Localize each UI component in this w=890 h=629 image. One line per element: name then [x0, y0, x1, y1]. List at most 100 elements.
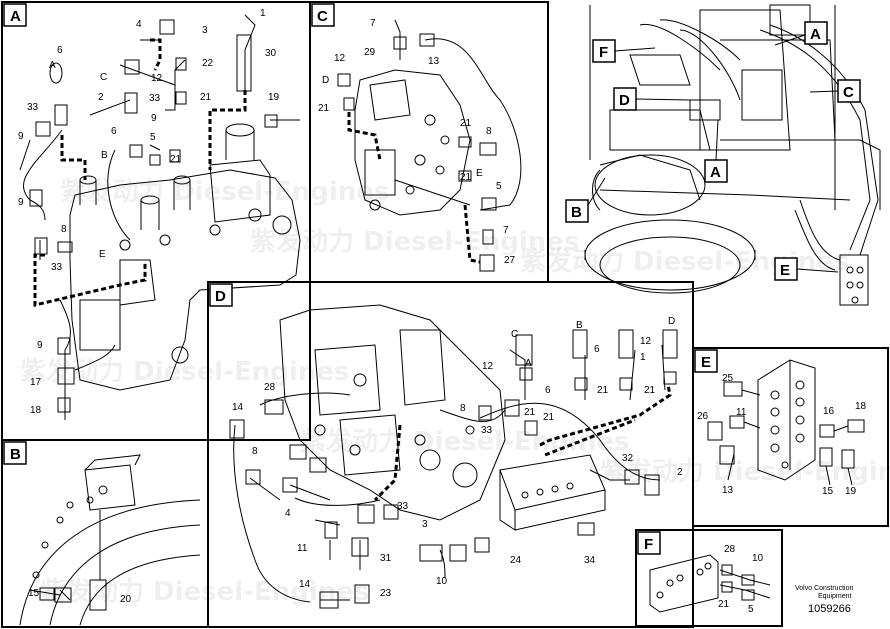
- svg-text:6: 6: [545, 385, 551, 396]
- svg-text:11: 11: [297, 543, 308, 554]
- svg-text:A: A: [49, 60, 56, 71]
- panel-b: B 15 20: [1, 439, 209, 628]
- svg-text:32: 32: [622, 453, 634, 464]
- svg-text:21: 21: [200, 92, 212, 103]
- section-label-c: C: [317, 8, 328, 25]
- callout-d: D: [619, 92, 630, 109]
- svg-text:12: 12: [334, 53, 346, 64]
- svg-text:28: 28: [264, 382, 276, 393]
- svg-text:紫发动力 Diesel-Engines: 紫发动力 Diesel-Engines: [250, 226, 579, 257]
- svg-text:19: 19: [845, 486, 857, 497]
- svg-text:8: 8: [486, 126, 492, 137]
- svg-text:33: 33: [397, 501, 409, 512]
- panel-f: F 28 10 21 5: [635, 529, 783, 627]
- svg-text:26: 26: [697, 411, 709, 422]
- svg-text:19: 19: [268, 92, 280, 103]
- panel-b-labels: 15 20: [28, 588, 132, 605]
- svg-text:7: 7: [370, 18, 376, 29]
- callout-b: B: [571, 204, 582, 221]
- svg-text:C: C: [100, 72, 107, 83]
- panel-e: E 25 26 11 16 18 13 15 19: [692, 347, 889, 527]
- svg-text:21: 21: [524, 407, 536, 418]
- svg-text:17: 17: [30, 377, 42, 388]
- svg-text:6: 6: [111, 126, 117, 137]
- svg-text:21: 21: [460, 172, 472, 183]
- svg-text:28: 28: [724, 544, 736, 555]
- svg-text:D: D: [668, 316, 675, 327]
- svg-text:33: 33: [27, 102, 39, 113]
- svg-text:10: 10: [752, 553, 764, 564]
- svg-text:B: B: [576, 320, 583, 331]
- svg-text:3: 3: [422, 519, 428, 530]
- svg-text:33: 33: [51, 262, 63, 273]
- svg-text:21: 21: [543, 412, 555, 423]
- section-label-f: F: [644, 536, 653, 553]
- svg-text:D: D: [322, 75, 329, 86]
- svg-text:12: 12: [482, 361, 494, 372]
- svg-text:33: 33: [481, 425, 493, 436]
- svg-text:7: 7: [503, 225, 509, 236]
- svg-text:4: 4: [285, 508, 291, 519]
- svg-text:5: 5: [496, 181, 502, 192]
- svg-text:8: 8: [61, 224, 67, 235]
- svg-text:14: 14: [299, 579, 311, 590]
- svg-text:8: 8: [460, 403, 466, 414]
- panel-a-labels: 1 4 3 6 30 A 22 C 12 33 2 33 21 19 9 6 9…: [18, 8, 280, 416]
- svg-text:21: 21: [460, 118, 472, 129]
- panel-c-labels: 7 29 13 12 D 21 21 8 E 21 5 7 27: [318, 18, 516, 266]
- svg-text:22: 22: [202, 58, 214, 69]
- svg-text:B: B: [101, 150, 108, 161]
- svg-text:紫发动力 Diesel-Engines: 紫发动力 Diesel-Engines: [60, 176, 389, 207]
- svg-text:2: 2: [98, 92, 104, 103]
- caption: Volvo Construction Equipment 1059266: [795, 585, 853, 615]
- caption-line2: Equipment: [818, 593, 852, 600]
- svg-text:13: 13: [722, 485, 734, 496]
- svg-text:9: 9: [18, 131, 24, 142]
- svg-text:21: 21: [597, 385, 609, 396]
- svg-text:E: E: [476, 168, 483, 179]
- svg-text:6: 6: [57, 45, 63, 56]
- svg-text:27: 27: [504, 255, 516, 266]
- svg-text:1: 1: [640, 352, 646, 363]
- svg-text:9: 9: [151, 113, 157, 124]
- svg-text:9: 9: [18, 197, 24, 208]
- document-number: 1059266: [808, 603, 851, 615]
- svg-text:紫发动力 Diesel-Engines: 紫发动力 Diesel-Engines: [40, 576, 369, 607]
- overview-callouts: F A D C A B E: [565, 21, 861, 281]
- svg-text:12: 12: [640, 336, 652, 347]
- svg-text:C: C: [511, 329, 518, 340]
- callout-f: F: [599, 44, 608, 61]
- svg-text:6: 6: [594, 344, 600, 355]
- svg-text:24: 24: [510, 555, 522, 566]
- overview-panel: F A D C A B E: [565, 4, 881, 306]
- svg-text:8: 8: [252, 446, 258, 457]
- svg-text:4: 4: [136, 19, 142, 30]
- svg-text:3: 3: [202, 25, 208, 36]
- svg-text:11: 11: [736, 407, 747, 418]
- callout-e: E: [780, 262, 790, 279]
- svg-text:34: 34: [584, 555, 596, 566]
- svg-text:10: 10: [436, 576, 448, 587]
- svg-text:15: 15: [822, 486, 834, 497]
- svg-text:紫发动力 Diesel-Engines: 紫发动力 Diesel-Engines: [600, 456, 890, 487]
- svg-text:紫发动力 Diesel-Engines: 紫发动力 Diesel-Engines: [520, 246, 849, 277]
- callout-c: C: [843, 84, 854, 101]
- svg-text:紫发动力 Diesel-Engines: 紫发动力 Diesel-Engines: [300, 426, 629, 457]
- svg-text:21: 21: [718, 599, 730, 610]
- svg-text:5: 5: [150, 132, 156, 143]
- svg-text:18: 18: [855, 401, 867, 412]
- watermark: 紫发动力 Diesel-Engines 紫发动力 Diesel-Engines …: [20, 176, 890, 607]
- svg-text:14: 14: [232, 402, 244, 413]
- svg-text:20: 20: [120, 594, 132, 605]
- section-label-a: A: [10, 8, 21, 25]
- svg-text:33: 33: [149, 93, 161, 104]
- svg-text:30: 30: [265, 48, 277, 59]
- svg-text:1: 1: [260, 8, 266, 19]
- panel-f-labels: 28 10 21 5: [718, 544, 764, 615]
- svg-text:E: E: [99, 249, 106, 260]
- section-label-b: B: [10, 446, 21, 463]
- svg-text:2: 2: [677, 467, 683, 478]
- section-label-d: D: [215, 288, 226, 305]
- svg-text:5: 5: [748, 604, 754, 615]
